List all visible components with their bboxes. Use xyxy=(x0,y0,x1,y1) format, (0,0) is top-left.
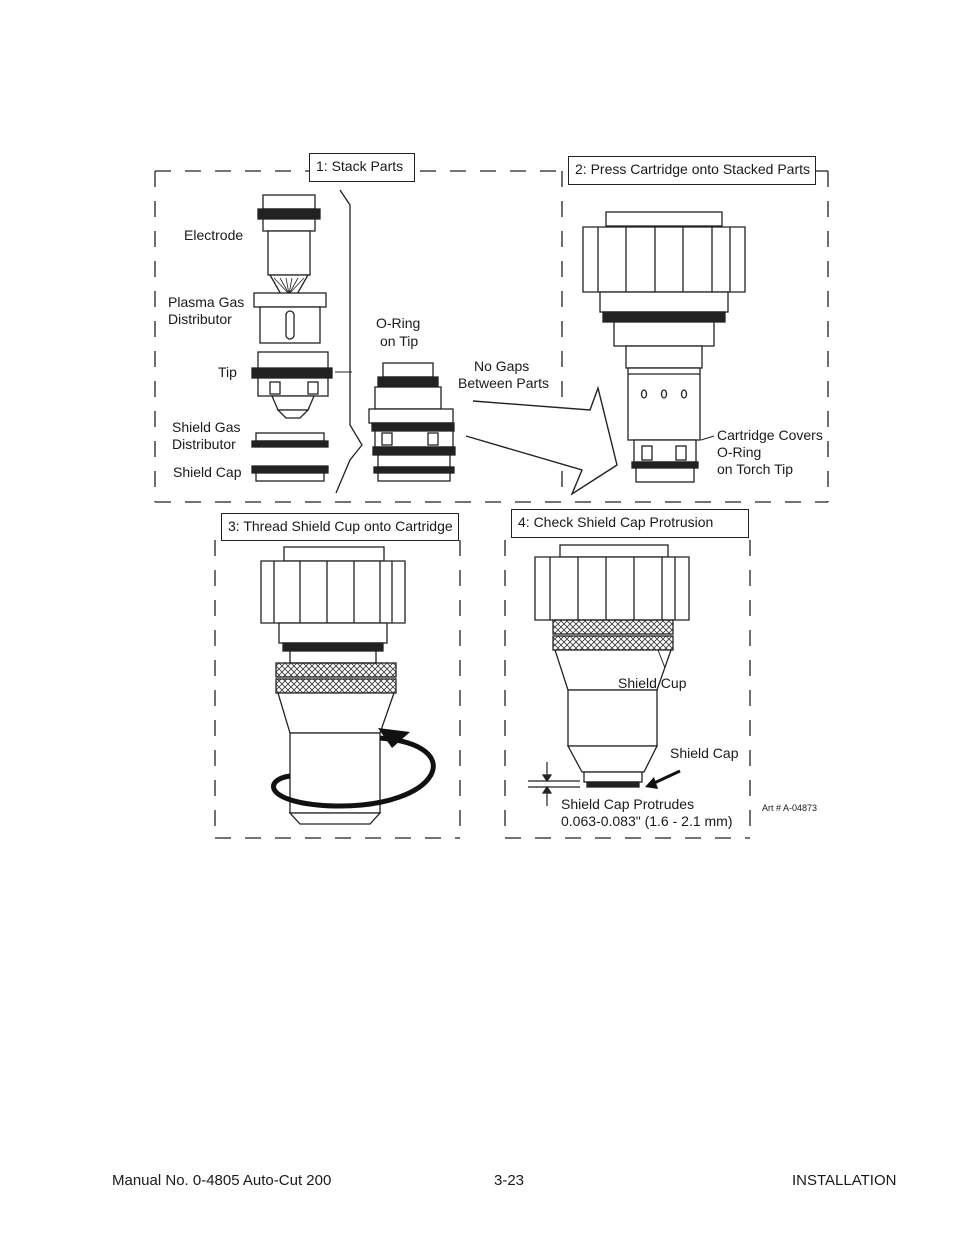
shield-cap-pointer-arrow xyxy=(651,769,681,786)
label-shield-cap-4: Shield Cap xyxy=(670,745,739,761)
cartridge-assembled-part xyxy=(582,211,746,483)
panel-title-check-protrusion: 4: Check Shield Cap Protrusion xyxy=(511,509,749,538)
label-cartridge-covers-line1: Cartridge Covers xyxy=(717,427,823,443)
label-shield-cap: Shield Cap xyxy=(173,464,242,480)
label-shield-gas-line2: Distributor xyxy=(172,436,236,452)
label-tip: Tip xyxy=(218,364,237,380)
label-protrudes-line2: 0.063-0.083" (1.6 - 2.1 mm) xyxy=(561,813,733,829)
label-oring-line1: O-Ring xyxy=(376,315,421,331)
footer-page-number: 3-23 xyxy=(494,1172,525,1189)
torch-assembly-figure: 1: Stack Parts 2: Press Cartridge onto S… xyxy=(154,153,829,839)
label-oring-line2: on Tip xyxy=(380,333,419,349)
label-cartridge-covers-line2: O-Ring xyxy=(717,444,762,460)
shield-gas-distributor-part xyxy=(251,432,329,448)
label-protrudes-line1: Shield Cap Protrudes xyxy=(561,796,695,812)
shield-cup-threading-part xyxy=(260,546,406,825)
footer-section: INSTALLATION xyxy=(792,1172,897,1189)
assembly-drawing xyxy=(154,170,829,839)
label-plasma-gas-line2: Distributor xyxy=(168,311,232,327)
rotation-arrow xyxy=(271,735,436,809)
shield-cap-part xyxy=(251,465,329,482)
footer-manual-number: Manual No. 0-4805 Auto-Cut 200 xyxy=(112,1172,332,1189)
panel-title-stack-parts: 1: Stack Parts xyxy=(309,153,415,182)
label-shield-gas-line1: Shield Gas xyxy=(172,419,241,435)
plasma-gas-distributor-part xyxy=(253,292,327,344)
panel-title-thread-shield-cup: 3: Thread Shield Cup onto Cartridge xyxy=(221,513,459,541)
label-art-number: Art # A-04873 xyxy=(762,803,818,813)
shield-cap-protrusion-part xyxy=(534,544,690,788)
panel-title-press-cartridge: 2: Press Cartridge onto Stacked Parts xyxy=(568,156,816,185)
tip-part xyxy=(251,351,333,419)
electrode-part xyxy=(257,194,321,297)
label-no-gaps-line2: Between Parts xyxy=(458,375,550,391)
label-shield-cup: Shield Cup xyxy=(618,675,687,691)
label-plasma-gas-line1: Plasma Gas xyxy=(168,294,245,310)
press-arrow xyxy=(465,385,618,496)
assembled-stack-part xyxy=(368,362,456,482)
stack-bracket xyxy=(335,189,363,494)
label-cartridge-covers-line3: on Torch Tip xyxy=(717,461,794,477)
label-electrode: Electrode xyxy=(184,227,244,243)
protrusion-dimension xyxy=(528,762,580,806)
label-no-gaps-line1: No Gaps xyxy=(474,358,530,374)
